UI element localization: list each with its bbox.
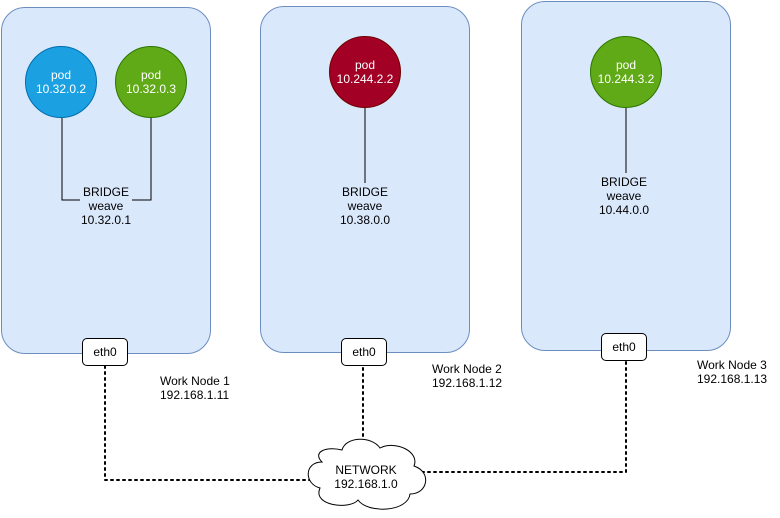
pod-node2-a: pod 10.244.2.2 [329, 36, 401, 108]
node-ip: 192.168.1.13 [697, 372, 768, 386]
bridge-type: weave [88, 199, 124, 213]
eth0-interface-node3: eth0 [601, 333, 647, 361]
node-label-3: Work Node 3 192.168.1.13 [697, 358, 767, 386]
node-ip: 192.168.1.12 [432, 376, 503, 390]
pod-label: pod [354, 58, 376, 72]
bridge-label-node2: BRIDGE weave 10.38.0.0 [325, 185, 405, 227]
bridge-ip: 10.32.0.1 [80, 213, 132, 227]
bridge-title: BRIDGE [82, 185, 129, 199]
bridge-title: BRIDGE [600, 175, 647, 189]
pod-ip: 10.32.0.3 [125, 82, 177, 96]
network-ip: 192.168.1.0 [334, 477, 398, 491]
node-ip: 192.168.1.11 [160, 388, 230, 402]
node-name: Work Node 3 [697, 358, 767, 372]
network-title: NETWORK [335, 463, 397, 477]
pod-node1-a: pod 10.32.0.2 [25, 46, 97, 118]
bridge-label-node1: BRIDGE weave 10.32.0.1 [66, 185, 146, 227]
pod-label: pod [615, 58, 637, 72]
pod-label: pod [50, 68, 72, 82]
bridge-type: weave [606, 189, 642, 203]
network-label: NETWORK 192.168.1.0 [326, 463, 406, 491]
node-label-2: Work Node 2 192.168.1.12 [432, 362, 502, 390]
network-cloud-icon [307, 438, 426, 510]
eth0-interface-node1: eth0 [82, 338, 128, 366]
network-link-node1 [104, 365, 319, 481]
pod-ip: 10.244.2.2 [336, 72, 394, 86]
pod-ip: 10.32.0.2 [35, 82, 87, 96]
eth0-interface-node2: eth0 [341, 338, 387, 366]
pod-node1-b: pod 10.32.0.3 [115, 46, 187, 118]
node-name: Work Node 2 [432, 362, 502, 376]
bridge-ip: 10.44.0.0 [598, 203, 650, 217]
pod-ip: 10.244.3.2 [597, 72, 655, 86]
bridge-label-node3: BRIDGE weave 10.44.0.0 [584, 175, 664, 217]
bridge-type: weave [347, 199, 383, 213]
network-link-node3 [411, 361, 627, 473]
pod-to-bridge-line-node1-a [61, 117, 80, 201]
pod-label: pod [140, 68, 162, 82]
pod-to-bridge-line-node1-b [132, 117, 152, 201]
bridge-title: BRIDGE [341, 185, 388, 199]
node-name: Work Node 1 [160, 374, 230, 388]
bridge-ip: 10.38.0.0 [339, 213, 391, 227]
pod-node3-a: pod 10.244.3.2 [590, 36, 662, 108]
node-label-1: Work Node 1 192.168.1.11 [160, 374, 230, 402]
